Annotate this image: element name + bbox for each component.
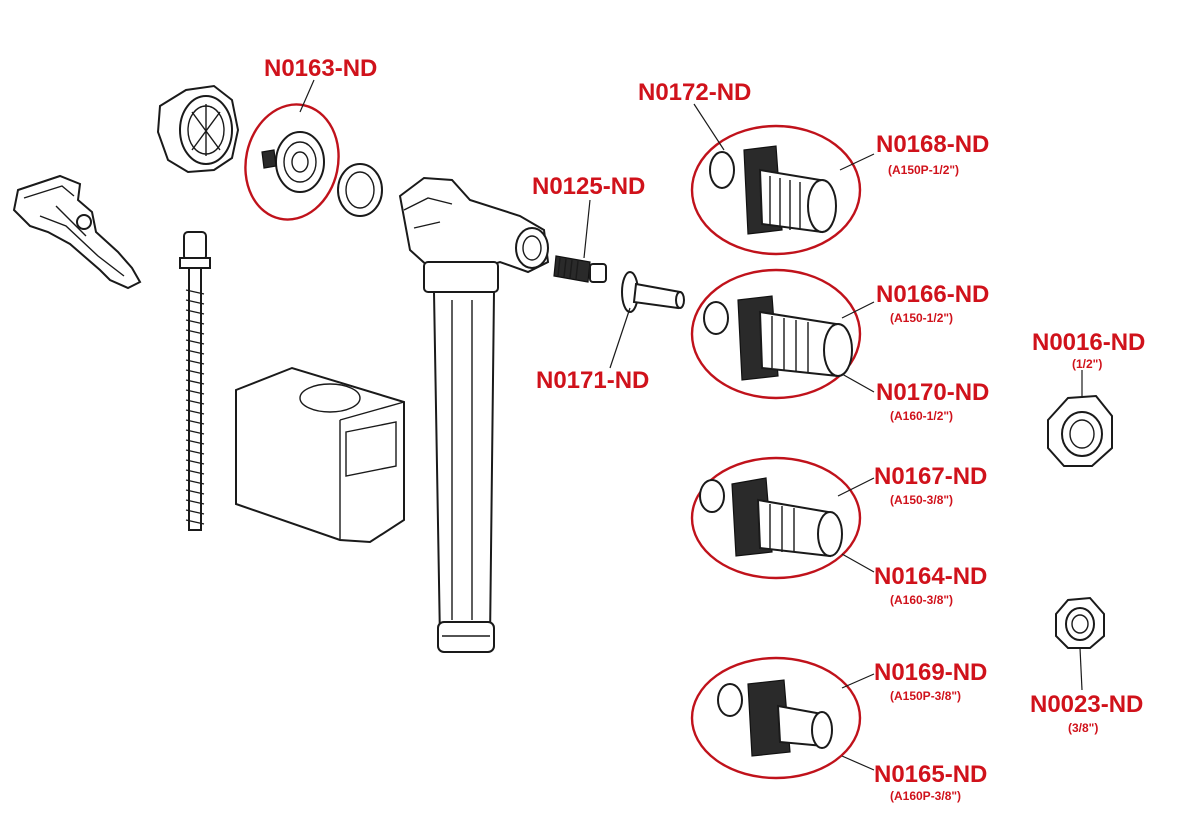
part-variant-n0170: (A160-1/2") xyxy=(890,409,953,423)
nut-n0023-part xyxy=(1055,596,1105,649)
highlight-ring xyxy=(690,124,862,256)
highlight-ring xyxy=(244,103,340,221)
leader-lines xyxy=(299,79,1083,771)
plunger-part xyxy=(553,255,607,283)
part-code-n0170: N0170-ND xyxy=(876,379,989,406)
connector-group-n0166 xyxy=(690,268,862,400)
highlight-ring xyxy=(690,656,862,780)
part-code-n0163: N0163-ND xyxy=(264,55,377,82)
float-arm-part xyxy=(12,174,142,290)
part-code-n0167: N0167-ND xyxy=(874,463,987,490)
part-variant-n0164: (A160-3/8") xyxy=(890,593,953,607)
part-code-n0166: N0166-ND xyxy=(876,281,989,308)
part-variant-n0168: (A150P-1/2") xyxy=(888,163,959,177)
adjustment-rod-part xyxy=(179,231,211,531)
part-variant-n0167: (A150-3/8") xyxy=(890,493,953,507)
part-code-n0171: N0171-ND xyxy=(536,367,649,394)
part-code-n0016: N0016-ND xyxy=(1032,329,1145,356)
highlight-ring xyxy=(690,268,862,400)
valve-cap-part xyxy=(156,84,240,174)
connector-group-n0169 xyxy=(690,656,862,780)
retaining-ring-part xyxy=(337,163,383,217)
connector-group-n0168 xyxy=(690,124,862,256)
valve-body-part xyxy=(398,176,550,653)
part-code-n0169: N0169-ND xyxy=(874,659,987,686)
part-code-n0168: N0168-ND xyxy=(876,131,989,158)
part-variant-n0169: (A150P-3/8") xyxy=(890,689,961,703)
part-code-n0165: N0165-ND xyxy=(874,761,987,788)
highlight-ring xyxy=(690,456,862,580)
part-code-n0164: N0164-ND xyxy=(874,563,987,590)
part-variant-n0166: (A150-1/2") xyxy=(890,311,953,325)
nut-n0016-part xyxy=(1047,394,1113,467)
float-cup-part xyxy=(235,366,405,544)
part-variant-n0165: (A160P-3/8") xyxy=(890,789,961,803)
part-variant-n0023: (3/8") xyxy=(1068,721,1098,735)
part-variant-n0016: (1/2") xyxy=(1072,357,1102,371)
diaphragm-part xyxy=(244,103,340,221)
connector-group-n0167 xyxy=(690,456,862,580)
pin-part xyxy=(621,271,685,313)
part-code-n0172: N0172-ND xyxy=(638,79,751,106)
part-code-n0023: N0023-ND xyxy=(1030,691,1143,718)
part-code-n0125: N0125-ND xyxy=(532,173,645,200)
